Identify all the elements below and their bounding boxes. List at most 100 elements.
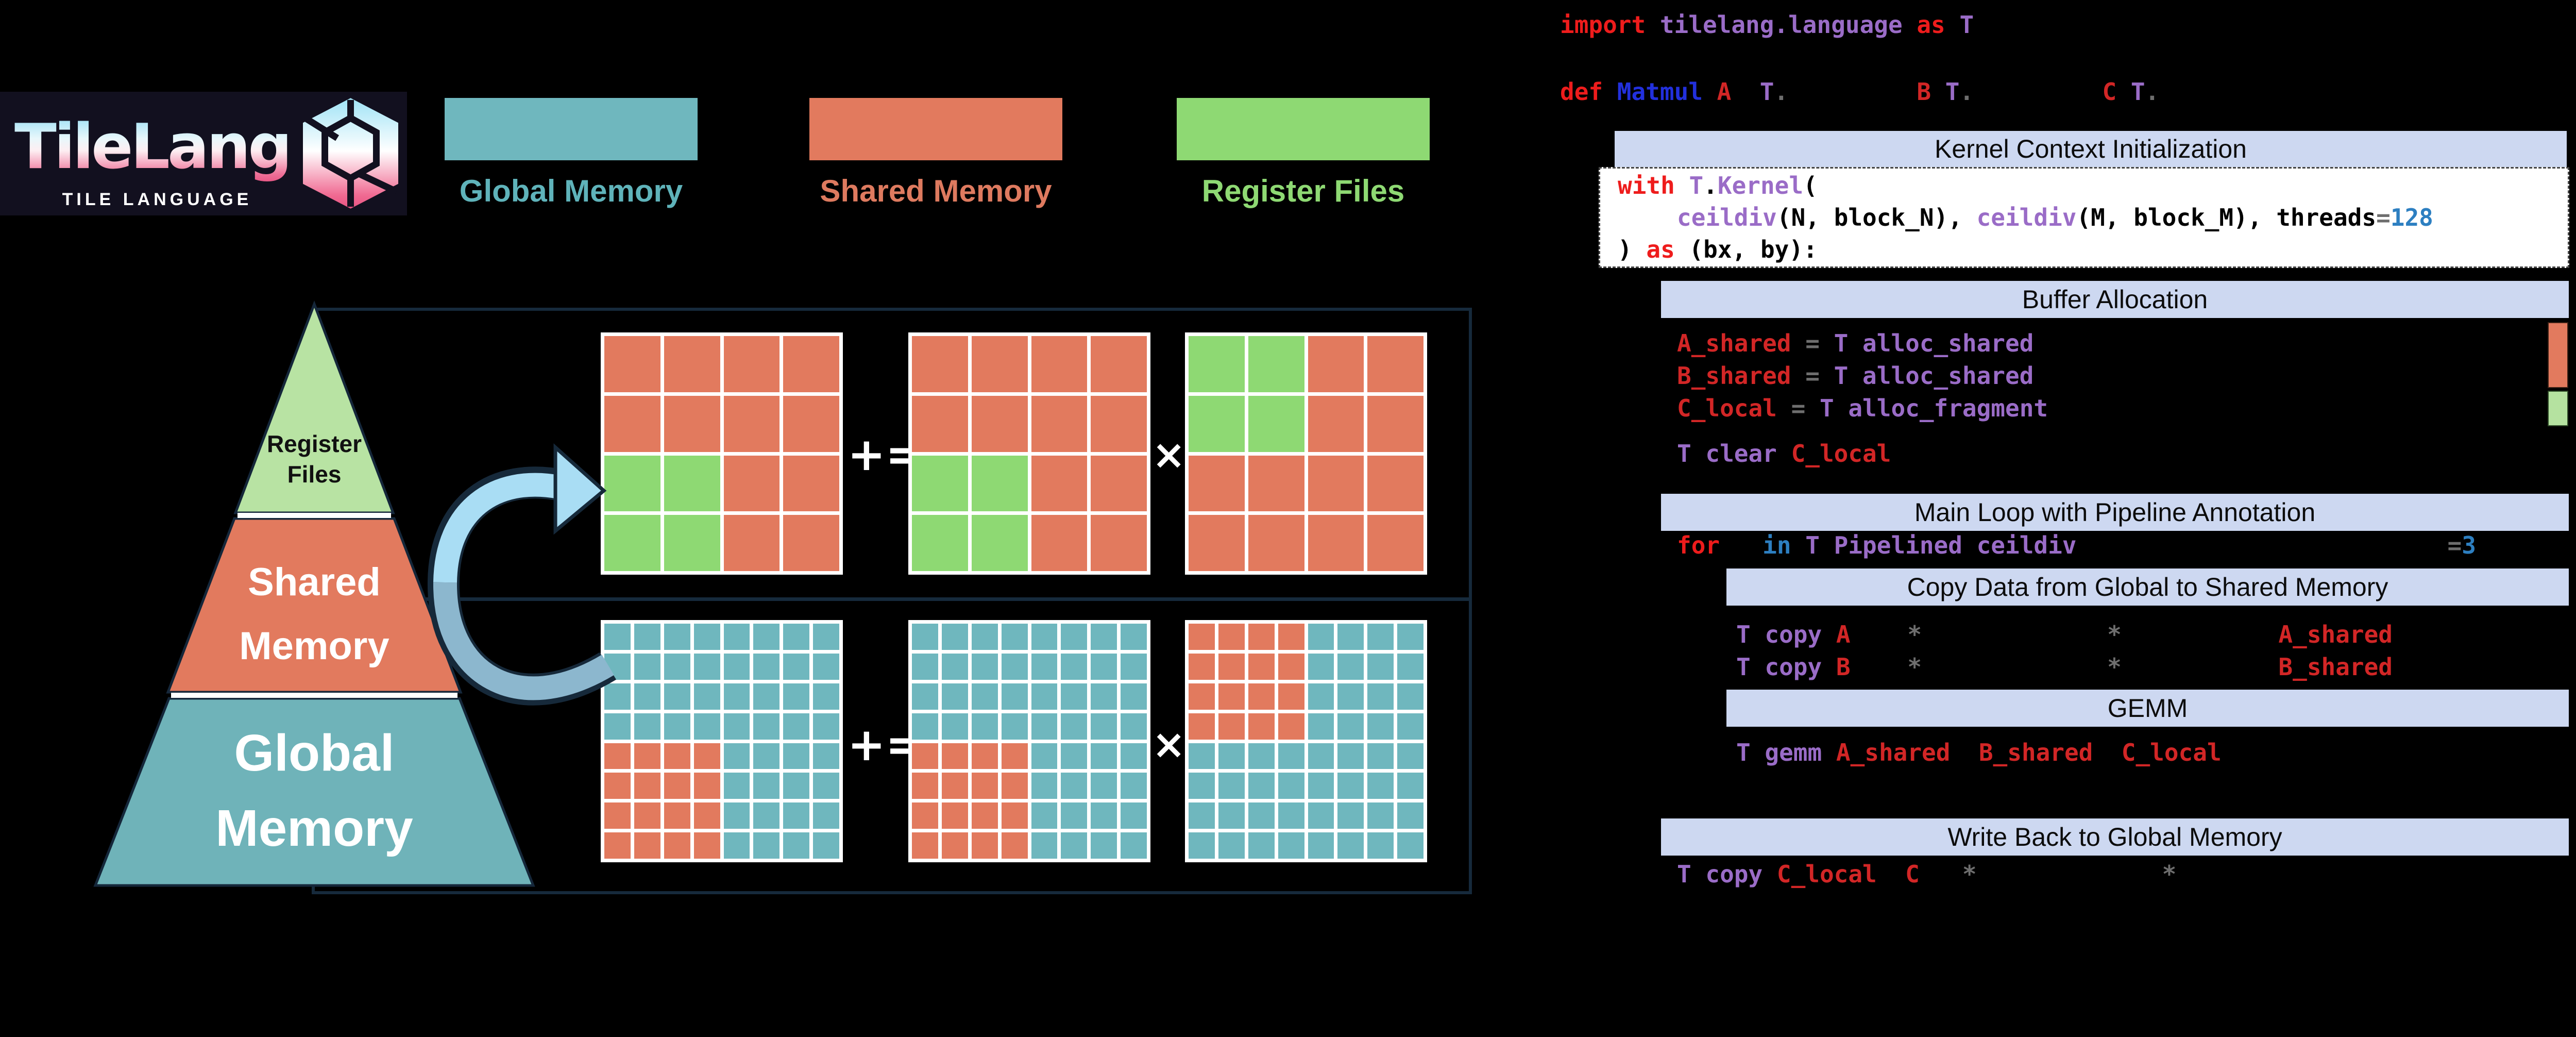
matrix-cell — [634, 683, 660, 710]
matrix-cell — [1061, 683, 1088, 710]
matrix-cell — [1001, 683, 1028, 710]
matrix-cell — [693, 653, 720, 680]
band-copy-global-to-shared: Copy Data from Global to Shared Memory — [1726, 568, 2569, 606]
matrix-cell — [1278, 653, 1304, 680]
matrix-cell — [1001, 773, 1028, 799]
matrix-cell — [1189, 832, 1215, 859]
register-memory-bar — [2548, 391, 2568, 426]
matrix-cell — [1121, 773, 1147, 799]
matrix-cell — [1189, 683, 1215, 710]
matrix-cell — [1248, 683, 1275, 710]
matrix-cell — [1397, 832, 1423, 859]
matrix-c-local — [601, 332, 843, 575]
matrix-cell — [1397, 653, 1423, 680]
matrix-cell — [1308, 743, 1334, 770]
matrix-cell — [604, 743, 631, 770]
matrix-cell — [664, 336, 720, 392]
matrix-cell — [604, 773, 631, 799]
matrix-cell — [1031, 683, 1058, 710]
matrix-cell — [1061, 653, 1088, 680]
matrix-cell — [971, 832, 998, 859]
legend-label-global: Global Memory — [459, 174, 683, 208]
matrix-cell — [1367, 455, 1423, 512]
matrix-b-global — [1185, 620, 1427, 862]
matrix-cell — [693, 802, 720, 829]
matrix-cell — [1218, 624, 1245, 650]
band-buffer-allocation: Buffer Allocation — [1661, 281, 2569, 318]
matrix-cell — [1218, 683, 1245, 710]
matrix-cell — [604, 802, 631, 829]
matrix-cell — [693, 683, 720, 710]
matrix-cell — [941, 653, 968, 680]
matrix-cell — [1061, 802, 1088, 829]
matrix-cell — [971, 743, 998, 770]
matrix-cell — [1061, 624, 1088, 650]
matrix-cell — [664, 515, 720, 571]
matrix-cell — [1308, 455, 1364, 512]
tilelang-cube-icon — [303, 98, 398, 209]
matrix-cell — [912, 773, 938, 799]
matrix-cell — [1031, 395, 1088, 452]
matrix-cell — [1091, 832, 1117, 859]
legend-swatch-global — [445, 98, 698, 160]
matrix-cell — [1031, 336, 1088, 392]
matrix-cell — [1189, 653, 1215, 680]
code-copy-c-line: T.copy C_local C * * — [1677, 860, 2177, 888]
matrix-cell — [941, 624, 968, 650]
matrix-cell — [1308, 713, 1334, 740]
matrix-cell — [1061, 713, 1088, 740]
matrix-cell — [1367, 832, 1394, 859]
code-copy-a-line: T.copy A * * A_shared — [1736, 621, 2393, 648]
matrix-cell — [634, 802, 660, 829]
matrix-cell — [723, 773, 750, 799]
matrix-cell — [1278, 713, 1304, 740]
code-with-line: with T.Kernel( — [1618, 172, 1818, 199]
matrix-cell — [912, 653, 938, 680]
matrix-cell — [813, 713, 839, 740]
matrix-cell — [604, 713, 631, 740]
matrix-cell — [693, 743, 720, 770]
matrix-cell — [753, 683, 780, 710]
matrix-cell — [664, 455, 720, 512]
matrix-cell — [723, 624, 750, 650]
matrix-cell — [1189, 713, 1215, 740]
matrix-cell — [783, 802, 810, 829]
matrix-cell — [1367, 624, 1394, 650]
shared-memory-bar — [2548, 322, 2568, 388]
matrix-cell — [753, 713, 780, 740]
matrix-cell — [604, 683, 631, 710]
code-def-line: def Matmul A T. B T. C T. — [1560, 78, 2160, 106]
matrix-cell — [1121, 653, 1147, 680]
matrix-cell — [723, 455, 780, 512]
matrix-cell — [1218, 832, 1245, 859]
matrix-cell — [753, 773, 780, 799]
band-gemm: GEMM — [1726, 690, 2569, 727]
matrix-cell — [1337, 802, 1364, 829]
matrix-cell — [1397, 624, 1423, 650]
code-as-line: ) as (bx, by): — [1618, 236, 1818, 263]
matrix-cell — [1189, 802, 1215, 829]
matrix-cell — [753, 743, 780, 770]
matrix-cell — [604, 395, 660, 452]
matrix-cell — [1337, 713, 1364, 740]
matrix-cell — [912, 515, 968, 571]
matrix-cell — [723, 515, 780, 571]
matrix-cell — [1001, 832, 1028, 859]
matrix-cell — [941, 832, 968, 859]
matrix-cell — [723, 653, 750, 680]
code-gemm-line: T.gemm A_shared B_shared C_local — [1736, 739, 2222, 766]
matrix-cell — [971, 802, 998, 829]
pyramid-label-shared: Shared Memory — [239, 560, 389, 668]
matrix-cell — [1031, 832, 1058, 859]
matrix-cell — [1031, 624, 1058, 650]
matrix-b-tile — [1185, 332, 1427, 575]
matrix-cell — [1001, 713, 1028, 740]
matrix-cell — [1091, 773, 1117, 799]
band-write-back: Write Back to Global Memory — [1661, 818, 2569, 856]
matrix-cell — [693, 713, 720, 740]
matrix-cell — [1397, 713, 1423, 740]
matrix-cell — [1248, 455, 1304, 512]
matrix-cell — [723, 336, 780, 392]
matrix-cell — [783, 395, 839, 452]
